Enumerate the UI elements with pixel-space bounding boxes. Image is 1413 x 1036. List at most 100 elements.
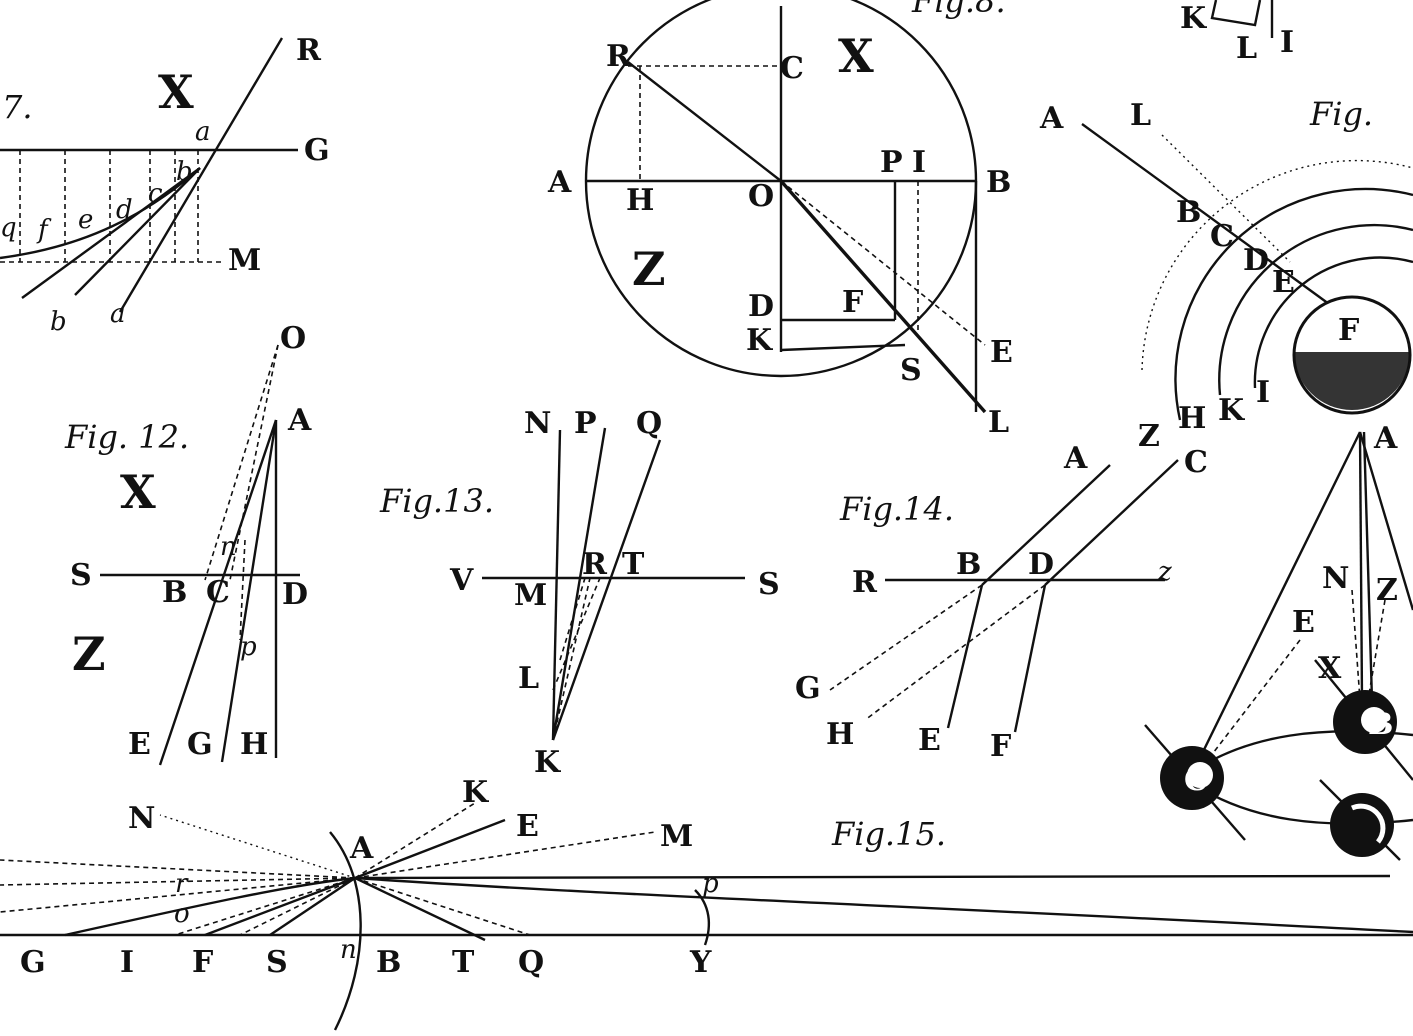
rainbow-label-h: H: [1178, 401, 1206, 436]
fig12-label-c: C: [206, 575, 230, 610]
fig12-caption: Fig. 12.: [64, 418, 189, 456]
rainbow-label-e: E: [1272, 265, 1295, 300]
rainbow-caption: Fig.: [1309, 95, 1373, 133]
fig13-label-p: P: [574, 406, 597, 441]
fig14-label-a: A: [1063, 441, 1088, 476]
fig15-arc: [329, 831, 362, 1031]
fig15-label-q: Q: [518, 945, 544, 980]
fig8-label-s: S: [900, 353, 922, 388]
fig15-label-t: T: [452, 945, 475, 980]
fig8-label-p: P: [880, 145, 903, 180]
fig8-region-x: X: [838, 29, 874, 83]
fig14-dashed-bg: [829, 584, 983, 691]
fig7-label-q: q: [0, 213, 17, 243]
fig8-label-i: I: [912, 145, 926, 180]
rainbow-ray: [1081, 123, 1341, 313]
fig14-ray-ab: [981, 464, 1111, 586]
fig8-label-a: A: [547, 165, 572, 200]
fig12-label-e: E: [128, 727, 151, 762]
fig13-label-v: V: [449, 563, 474, 598]
rainbow-label-l: L: [1130, 98, 1151, 133]
fig12-label-d: D: [282, 577, 308, 612]
fig13-label-m: M: [514, 578, 547, 613]
fig15-caption: Fig.15.: [831, 815, 946, 853]
fig8-refracted-ray: [779, 179, 987, 414]
fig13-label-r: R: [582, 547, 608, 582]
fig15-ray-ak: [354, 802, 476, 879]
fig8-label-b: B: [986, 165, 1011, 200]
fig7-label-f: f: [36, 215, 52, 245]
fig13-line-nk: [551, 429, 562, 741]
fig12-label-p: p: [240, 632, 257, 662]
rainbow-label-c: C: [1210, 219, 1234, 254]
fig15-label-b: B: [376, 945, 401, 980]
fig8-label-c: C: [780, 51, 804, 86]
rainbow-label-k: K: [1218, 393, 1245, 428]
fig7-label-m: M: [228, 243, 261, 278]
rainbow-label-d: D: [1243, 243, 1269, 278]
fig7-label-d: d: [116, 195, 133, 225]
fig13-caption: Fig.13.: [379, 482, 494, 520]
fig15-label-a: A: [349, 831, 374, 866]
fig14-label-h: H: [826, 717, 854, 752]
rainbow-label-a: A: [1039, 101, 1064, 136]
figure-fragment-top-right: K L I: [1180, 0, 1294, 66]
fig12-region-z: Z: [72, 627, 106, 681]
fig12-label-s: S: [70, 558, 92, 593]
fig15-label-n-small: n: [340, 935, 357, 965]
fig13-label-k: K: [534, 745, 561, 780]
spheres-label-c: C: [1184, 763, 1208, 798]
fig15-label-g: G: [20, 945, 46, 980]
fig14-label-c: C: [1184, 445, 1208, 480]
figure-spheres: A N Z E X B C: [1144, 421, 1413, 861]
fig15-label-y: Y: [689, 945, 712, 980]
fig8-caption: Fig.8.: [911, 0, 1006, 20]
fig14-label-z: Z: [1138, 419, 1160, 454]
fig13-label-l: L: [518, 661, 539, 696]
spheres-ray-a-c: [1193, 431, 1362, 769]
fig13-line-pk: [551, 427, 607, 741]
fig15-ray-ae: [354, 818, 506, 880]
fig13-label-n: N: [524, 406, 551, 441]
figure-8: Fig.8. X Z R C A H O P I B D F K S E L: [547, 0, 1013, 440]
fig7-label-a-top: a: [195, 117, 211, 147]
fig7-ray-line: [118, 37, 284, 313]
fig12-region-x: X: [120, 465, 156, 519]
fig8-label-f: F: [842, 285, 863, 320]
fig8-label-h: H: [626, 183, 654, 218]
fig8-incident-ray: [627, 61, 782, 182]
fig15-label-m: M: [660, 819, 693, 854]
spheres-label-x: X: [1318, 651, 1342, 686]
fragment-label-i: I: [1280, 25, 1294, 60]
fig12-label-g: G: [187, 727, 213, 762]
fig14-label-r: R: [852, 565, 878, 600]
fig13-label-t: T: [622, 547, 645, 582]
fig15-label-e: E: [516, 809, 539, 844]
fig12-label-o: O: [280, 321, 306, 356]
fig14-label-z-right: z: [1157, 557, 1172, 587]
fig8-label-r: R: [606, 39, 632, 74]
fig14-label-f: F: [990, 729, 1011, 764]
fig14-caption: Fig.14.: [839, 490, 954, 528]
fig7-label-e: e: [78, 205, 93, 235]
fig7-label-b-top: b: [176, 157, 193, 187]
spheres-label-n: N: [1322, 561, 1349, 596]
fig12-ray-ag: [220, 419, 278, 763]
spheres-label-a: A: [1373, 421, 1398, 456]
fig12-ray-ae: [158, 419, 278, 766]
rainbow-label-b: B: [1176, 195, 1201, 230]
fig7-region-x: X: [158, 65, 194, 119]
fig14-label-b: B: [956, 547, 981, 582]
fig15-label-o: o: [174, 899, 190, 929]
fig13-line-qk: [551, 439, 662, 741]
figure-7: 7. X R G M a b c d e f q b a: [0, 33, 330, 337]
figure-rainbow: Fig. A L B C D E F H K I: [1039, 95, 1413, 436]
fig14-ray-df: [1013, 584, 1047, 733]
figure-12: Fig. 12. X Z O A S B C D n p E G H: [64, 321, 312, 766]
fig13-label-q: Q: [636, 406, 662, 441]
fig14-label-d: D: [1028, 547, 1054, 582]
fig15-label-r: r: [175, 869, 189, 899]
fig7-curve: [0, 167, 201, 260]
fig14-ray-be: [946, 584, 984, 729]
